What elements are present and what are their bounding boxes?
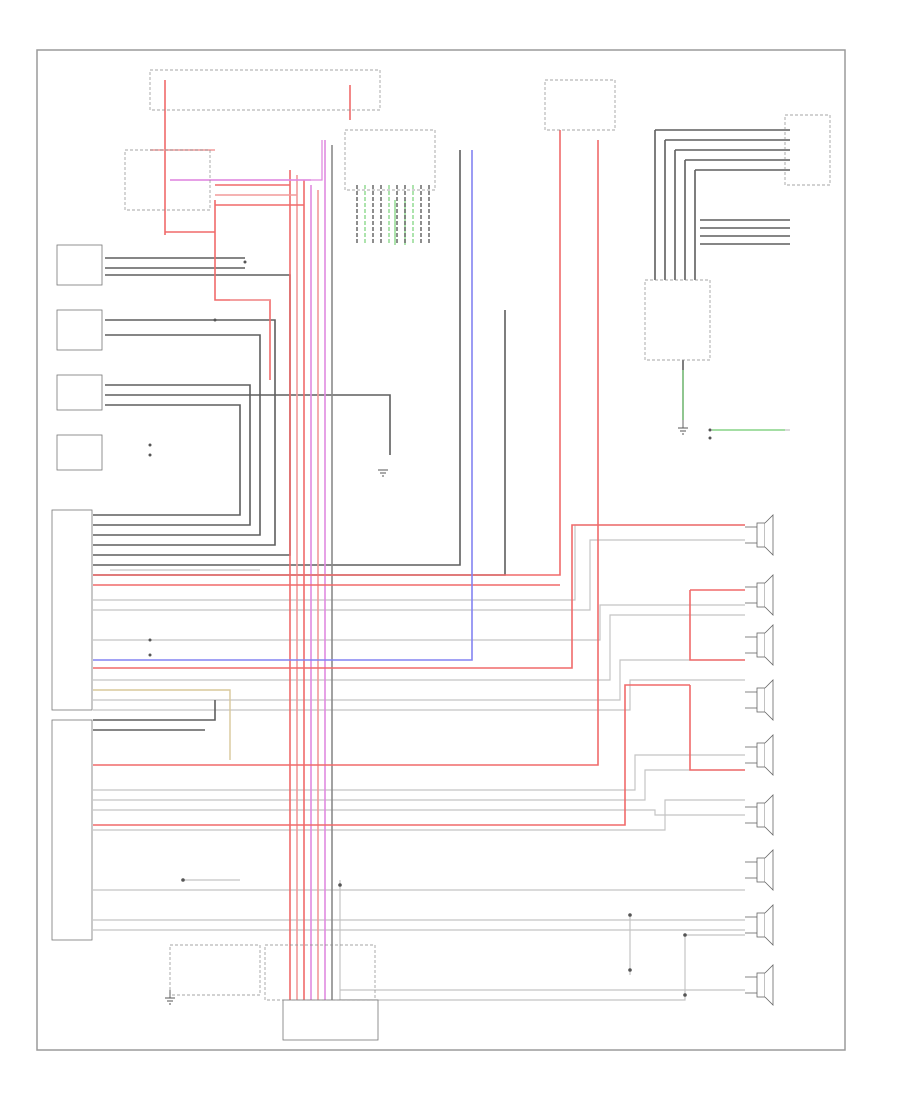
audio-unit-lower <box>51 719 93 941</box>
speaker-icon <box>745 624 774 666</box>
connector-bank <box>356 185 430 245</box>
speaker-icon <box>745 794 774 836</box>
antenna-amplifier <box>784 114 831 186</box>
relay-box <box>344 129 436 191</box>
tan-wire <box>93 689 231 760</box>
speaker-icon <box>745 679 774 721</box>
speaker-icon <box>745 904 774 946</box>
amplifier-box <box>282 999 379 1041</box>
fuse-block-right <box>544 79 616 131</box>
connector-block-4 <box>56 434 103 471</box>
speaker-icon <box>745 574 774 616</box>
connector-block-3 <box>56 374 103 411</box>
connector-block-2 <box>56 309 103 351</box>
blue-wire <box>93 150 473 661</box>
diagram-border <box>36 49 846 1051</box>
speaker-group <box>745 514 774 1006</box>
power-wires <box>93 80 745 826</box>
module-right <box>644 279 711 361</box>
splice-points <box>148 260 712 997</box>
violet-wire <box>170 140 323 181</box>
audio-unit-upper <box>51 509 93 711</box>
ground-wires <box>93 429 790 1010</box>
speaker-icon <box>745 964 774 1006</box>
speaker-icon <box>745 734 774 776</box>
fuse-block-left <box>124 149 211 211</box>
amplifier-connector <box>264 944 376 1001</box>
fuse-block-top <box>149 69 381 111</box>
speaker-icon <box>745 514 774 556</box>
green-wires <box>394 200 785 431</box>
antenna-connector <box>169 944 261 996</box>
speaker-icon <box>745 849 774 891</box>
connector-block-1 <box>56 244 103 286</box>
ground-symbols <box>165 420 688 1005</box>
